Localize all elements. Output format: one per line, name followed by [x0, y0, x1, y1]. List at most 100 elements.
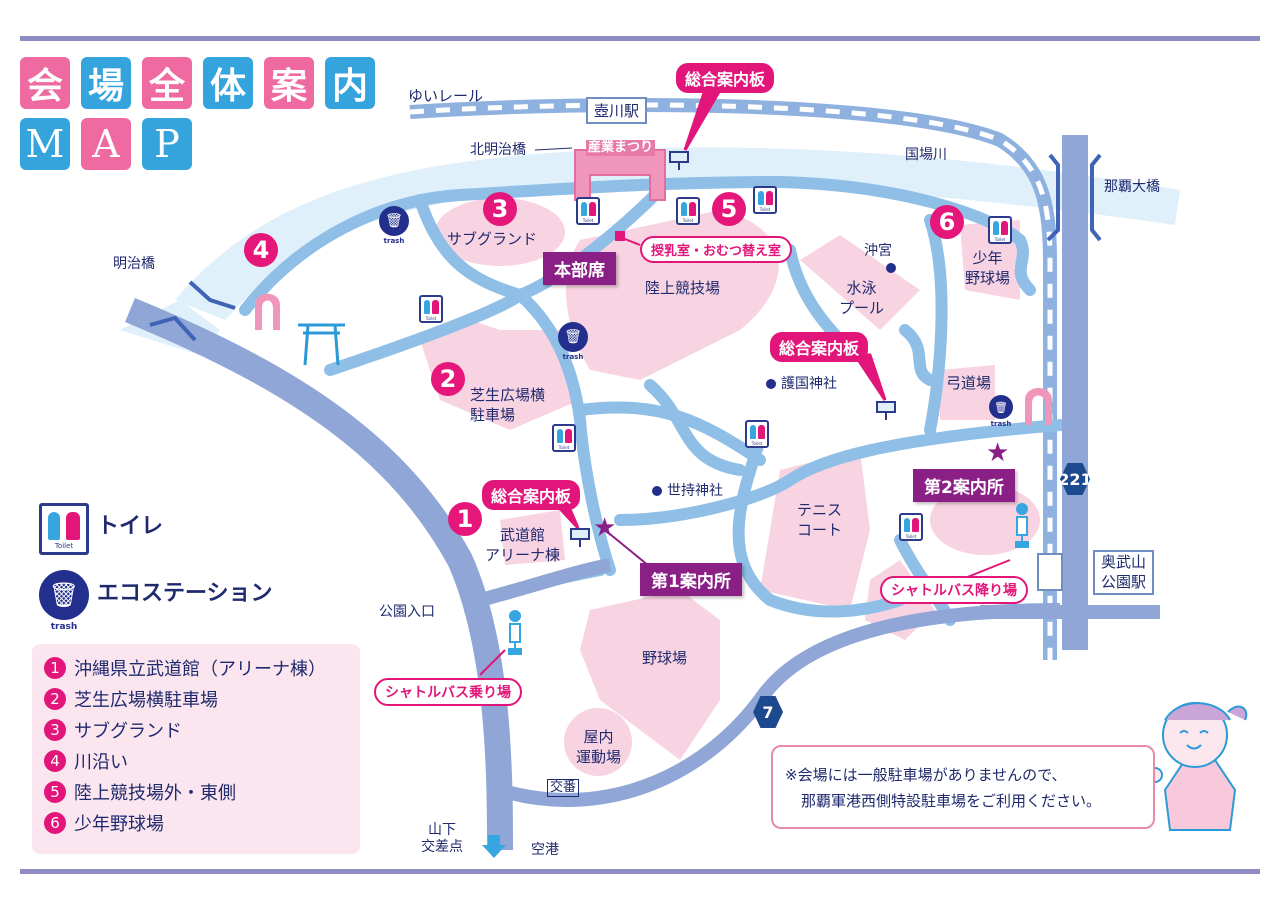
area-number-3[interactable]: 3: [483, 192, 517, 226]
notice-line: ※会場には一般駐車場がありませんので、: [785, 766, 1067, 784]
station-platform: [1037, 553, 1063, 591]
bus-stop-icon: [508, 610, 522, 655]
label-line: 武道館: [500, 526, 546, 544]
bottom-rule: [20, 869, 1260, 874]
title-char: 案: [264, 57, 314, 109]
nursing-room-label[interactable]: 授乳室・おむつ替え室: [640, 236, 793, 263]
area-number-1[interactable]: 1: [448, 502, 482, 536]
area-number-6[interactable]: 6: [930, 205, 964, 239]
place-pool: 水泳 プール: [839, 278, 884, 319]
toilet-icon[interactable]: Toilet: [676, 197, 700, 225]
info-board-icon: [669, 151, 689, 170]
bus-stop-icon: [1015, 503, 1029, 548]
shrine-dot-icon: [886, 263, 896, 273]
place-police-box: 交番: [547, 779, 580, 797]
bridge-meiji: 明治橋: [113, 256, 155, 272]
label-line: 少年: [972, 249, 1003, 267]
legend-trash-icon: 🗑trash: [39, 570, 89, 632]
label-text: 世持神社: [667, 483, 723, 499]
label-line: プール: [839, 299, 885, 318]
toilet-icon[interactable]: Toilet: [552, 424, 576, 452]
toilet-icon[interactable]: Toilet: [745, 420, 769, 448]
toilet-icon[interactable]: Toilet: [753, 186, 777, 214]
parking-notice: ※会場には一般駐車場がありませんので、 那覇軍港西側特設駐車場をご利用ください。: [771, 745, 1155, 829]
title-char: M: [20, 118, 70, 170]
station-tsubogawa[interactable]: 壺川駅: [586, 97, 648, 124]
place-gokoku: 護国神社: [766, 376, 837, 393]
toilet-icon[interactable]: Toilet: [576, 197, 600, 225]
station-okubuyama[interactable]: 奥武山 公園駅: [1093, 550, 1155, 595]
toilet-icon[interactable]: Toilet: [419, 295, 443, 323]
label-line: 芝生広場横: [470, 386, 546, 404]
title-char: 体: [203, 57, 253, 109]
label-line: 山下: [428, 822, 456, 838]
label-text: 護国神社: [781, 376, 837, 392]
station-name-line: 奥武山: [1101, 553, 1147, 571]
area-number-5[interactable]: 5: [712, 192, 746, 226]
trash-icon[interactable]: 🗑trash: [989, 395, 1013, 428]
info-board-icon: [570, 528, 590, 547]
notice-line: 那覇軍港西側特設駐車場をご利用ください。: [801, 791, 1102, 810]
info-board-icon: [876, 401, 896, 420]
place-shibafu: 芝生広場横 駐車場: [470, 385, 545, 426]
arrow-down-icon: [484, 832, 504, 860]
label-line: 駐車場: [470, 406, 516, 425]
bridge-kita-meiji: 北明治橋: [470, 142, 526, 158]
label-line: 屋内: [583, 728, 614, 746]
place-okinogu: 沖宮: [864, 243, 892, 259]
hq-label[interactable]: 本部席: [543, 252, 616, 285]
route-221-badge: 221: [1060, 463, 1090, 495]
toilet-icon[interactable]: Toilet: [899, 513, 923, 541]
shrine-dot-icon: [766, 379, 776, 389]
place-kyudo: 弓道場: [946, 374, 992, 392]
place-youth-baseball: 少年 野球場: [965, 248, 1010, 289]
info-board-callout[interactable]: 総合案内板: [770, 332, 869, 362]
area-number-2[interactable]: 2: [431, 362, 465, 396]
label-line: 水泳: [846, 279, 877, 297]
place-budokan: 武道館 アリーナ棟: [485, 525, 560, 566]
label-line: 運動場: [576, 748, 622, 767]
title-char: 会: [20, 57, 70, 109]
shrine-dot-icon: [652, 486, 662, 496]
info-center-star-icon: ★: [986, 438, 1010, 468]
shuttle-dropoff-label[interactable]: シャトルバス降り場: [880, 576, 1028, 604]
info-board-callout[interactable]: 総合案内板: [676, 63, 775, 93]
legend-toilet-label: トイレ: [97, 514, 164, 539]
label-line: 交差点: [421, 838, 463, 855]
title-char: A: [81, 118, 131, 170]
label-line: 野球場: [965, 269, 1011, 288]
place-park-entrance: 公園入口: [379, 604, 435, 620]
river-kokuba: 国場川: [905, 147, 947, 163]
place-stadium: 陸上競技場: [645, 279, 721, 297]
place-baseball: 野球場: [642, 649, 688, 667]
legend-eco-station-label: エコステーション: [97, 581, 273, 606]
place-subground: サブグランド: [447, 230, 538, 248]
rail-label: ゆいレール: [408, 87, 484, 105]
trash-icon[interactable]: 🗑trash: [558, 322, 588, 361]
info-center-1[interactable]: 第1案内所: [640, 563, 742, 596]
place-airport: 空港: [531, 842, 559, 858]
area-number-4[interactable]: 4: [244, 233, 278, 267]
label-line: アリーナ棟: [485, 546, 561, 565]
top-rule: [20, 36, 1260, 41]
info-center-star-icon: ★: [593, 513, 617, 543]
title-char: 全: [142, 57, 192, 109]
info-board-callout[interactable]: 総合案内板: [482, 480, 581, 510]
info-center-2[interactable]: 第2案内所: [913, 469, 1015, 502]
label-line: コート: [797, 521, 843, 540]
bridge-naha-ohashi: 那覇大橋: [1104, 179, 1160, 195]
place-indoor: 屋内 運動場: [576, 727, 621, 768]
toilet-icon[interactable]: Toilet: [988, 216, 1012, 244]
shuttle-boarding-label[interactable]: シャトルバス乗り場: [374, 678, 522, 706]
place-yamashita: 山下 交差点: [421, 822, 463, 856]
label-line: テニス: [797, 501, 843, 519]
title-char: P: [142, 118, 192, 170]
trash-icon[interactable]: 🗑trash: [379, 206, 409, 245]
